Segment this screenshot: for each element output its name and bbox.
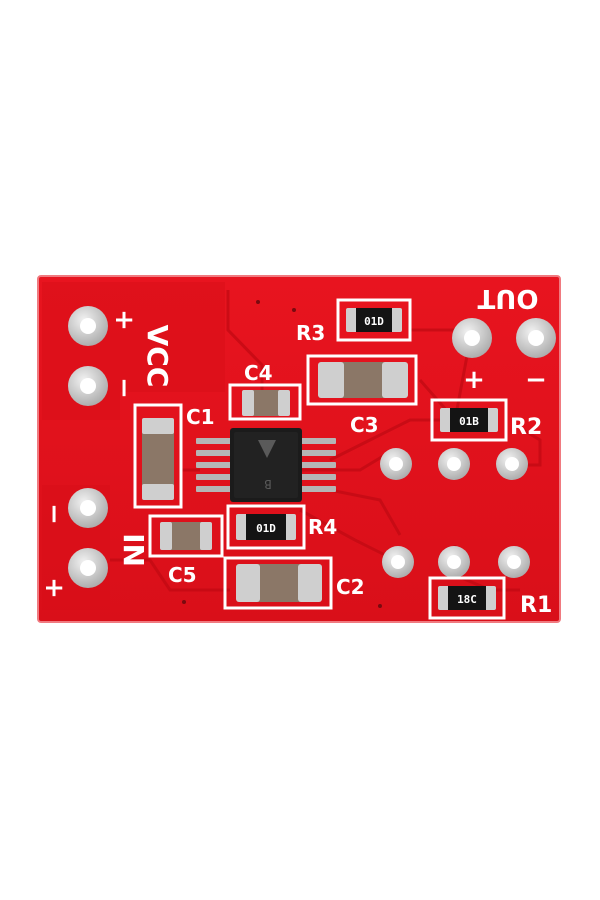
vcc-minus-pad [68,366,108,406]
c1-label: C1 [186,405,215,429]
through-hole-pads [68,306,556,588]
resistor-r3: 01D [346,308,402,332]
in-minus-pad [68,488,108,528]
c2-outline [223,556,333,610]
capacitor-c3 [318,362,408,398]
r1-label: R1 [520,593,552,618]
ic-chip: B [196,428,336,502]
c5-outline [148,514,224,558]
capacitor-c2 [236,564,322,602]
capacitor-c4 [242,390,290,416]
r3-label: R3 [296,321,325,345]
r2-label: R2 [510,415,542,440]
vcc-label: VCC [141,325,174,388]
out-minus-pad [516,318,556,358]
c1-outline [133,403,183,509]
c5-label: C5 [168,563,197,587]
vcc-plus-label: + [109,309,139,331]
via-pad [382,546,414,578]
chip-logo-icon [258,440,276,458]
vcc-minus-label: − [109,377,139,399]
capacitor-c1 [142,418,174,500]
via-pad [380,448,412,480]
c4-outline [228,383,302,421]
out-label: OUT [477,283,538,313]
resistor-r4: 01D [236,514,296,540]
via-pad [438,448,470,480]
r1-code: 18C [457,593,477,606]
capacitor-c5 [160,522,212,550]
chip-marking: B [264,477,271,491]
r3-outline [336,298,412,342]
out-plus-pad [452,318,492,358]
r2-code: 01B [459,415,479,428]
in-minus-label: − [39,503,69,525]
silkscreen-labels: VCC + − IN − + OUT + − C1 C4 R3 C3 R2 R4… [39,283,552,618]
in-plus-pad [68,548,108,588]
r4-code: 01D [256,522,276,535]
via-pad [496,448,528,480]
r2-outline [430,398,508,442]
r4-outline [226,504,306,550]
c3-label: C3 [350,413,379,437]
c3-outline [306,354,418,406]
in-plus-label: + [39,577,69,599]
out-plus-label: + [463,365,485,395]
silkscreen-outlines [133,298,508,620]
in-label: IN [117,533,150,567]
resistor-r2: 01B [440,408,498,432]
c4-label: C4 [244,361,273,385]
resistor-r1: 18C [438,586,496,610]
via-pad [438,546,470,578]
r3-code: 01D [364,315,384,328]
r1-outline [428,576,506,620]
r4-label: R4 [308,515,337,539]
vcc-plus-pad [68,306,108,346]
c2-label: C2 [336,575,365,599]
via-pad [498,546,530,578]
out-minus-label: − [525,365,547,395]
